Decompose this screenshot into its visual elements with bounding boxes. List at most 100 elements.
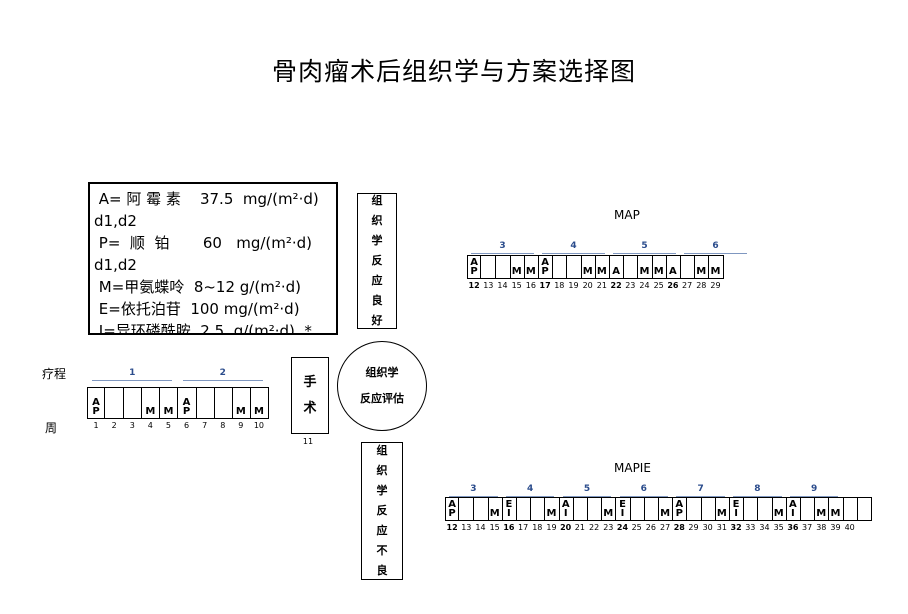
poor-response-char: 组	[376, 444, 388, 457]
course-line	[790, 496, 839, 497]
week-number: 2	[111, 421, 117, 430]
course-line	[676, 496, 725, 497]
good-response-char: 应	[371, 274, 383, 287]
course-number: 4	[527, 484, 534, 494]
week-number: 22	[610, 281, 622, 290]
schedule-cell: M	[594, 255, 610, 279]
schedule-cell: M	[141, 387, 161, 419]
surgery-box: 手 术	[291, 357, 329, 434]
course-number: 6	[712, 241, 719, 251]
course-line	[506, 496, 555, 497]
week-number: 5	[165, 421, 171, 430]
legend-line: I=异环磷酰胺 2.5 g/(m²·d) *	[94, 322, 312, 335]
poor-response-char: 不	[376, 544, 388, 557]
week-number: 19	[568, 281, 579, 290]
course-line	[613, 253, 676, 254]
course-number: 5	[641, 241, 648, 251]
schedule-cell: M	[580, 255, 596, 279]
good-response-char: 良	[371, 294, 383, 307]
schedule-cell: M	[159, 387, 179, 419]
schedule-cell: M	[828, 497, 844, 521]
course-line	[449, 496, 498, 497]
schedule-cell	[743, 497, 759, 521]
circle-line: 反应评估	[360, 392, 404, 405]
week-number: 18	[532, 523, 543, 532]
week-number: 15	[489, 523, 500, 532]
week-number: 21	[574, 523, 585, 532]
course-line	[733, 496, 782, 497]
schedule-cell: M	[708, 255, 724, 279]
week-number: 1	[93, 421, 99, 430]
schedule-cell: M	[249, 387, 269, 419]
schedule-cell	[686, 497, 702, 521]
surgery-char: 术	[303, 400, 317, 416]
week-number: 16	[525, 281, 536, 290]
schedule-cell	[700, 497, 716, 521]
schedule-cell	[757, 497, 773, 521]
schedule-cell: A	[609, 255, 625, 279]
week-number: 8	[220, 421, 226, 430]
course-line	[182, 380, 263, 381]
week-number: 22	[589, 523, 600, 532]
schedule-cell	[623, 255, 639, 279]
week-number: 24	[639, 281, 650, 290]
schedule-cell	[566, 255, 582, 279]
week-number: 25	[631, 523, 642, 532]
week-number: 38	[816, 523, 827, 532]
week-number: 35	[773, 523, 784, 532]
week-number: 24	[616, 523, 629, 532]
week-number: 32	[730, 523, 742, 532]
poor-response-char: 反	[376, 504, 388, 517]
course-line	[542, 253, 605, 254]
week-number: 36	[787, 523, 799, 532]
map-title: MAP	[614, 208, 640, 222]
course-number: 6	[640, 484, 647, 494]
schedule-cell	[629, 497, 645, 521]
schedule-cell: M	[601, 497, 617, 521]
schedule-cell	[195, 387, 215, 419]
legend-line: A= 阿 霉 素 37.5 mg/(m²·d)	[94, 190, 319, 208]
good-response-char: 反	[371, 254, 383, 267]
course-axis-label: 疗程	[42, 367, 67, 381]
week-number: 25	[653, 281, 664, 290]
week-axis-label: 周	[45, 421, 58, 435]
week-number: 16	[503, 523, 515, 532]
week-number: 20	[560, 523, 572, 532]
week-number: 19	[546, 523, 557, 532]
schedule-cell	[530, 497, 546, 521]
course-line	[684, 253, 747, 254]
week-number: 26	[645, 523, 656, 532]
week-number: 33	[745, 523, 756, 532]
poor-response-char: 良	[376, 564, 388, 577]
schedule-cell	[105, 387, 125, 419]
week-number: 30	[702, 523, 713, 532]
good-response-char: 组	[371, 194, 383, 207]
week-number: 13	[461, 523, 472, 532]
week-number: 14	[497, 281, 508, 290]
week-number: 26	[667, 281, 679, 290]
poor-response-char: 应	[376, 524, 388, 537]
good-response-char: 织	[371, 214, 383, 227]
week-number: 4	[147, 421, 153, 430]
week-number: 17	[518, 523, 529, 532]
week-number: 3	[129, 421, 135, 430]
schedule-cell: M	[714, 497, 730, 521]
schedule-cell: M	[694, 255, 710, 279]
schedule-cell: M	[651, 255, 667, 279]
week-number: 29	[710, 281, 721, 290]
week-number: 18	[554, 281, 565, 290]
page-title: 骨肉瘤术后组织学与方案选择图	[271, 57, 636, 86]
mapie-title: MAPIE	[614, 461, 651, 475]
schedule-cell: M	[637, 255, 653, 279]
schedule-cell	[643, 497, 659, 521]
course-number: 3	[470, 484, 477, 494]
week-number: 23	[625, 281, 636, 290]
legend-line: d1,d2	[94, 212, 137, 230]
schedule-cell: M	[231, 387, 251, 419]
legend-line: M=甲氨蝶呤 8~12 g/(m²·d)	[94, 278, 301, 296]
week-number: 39	[830, 523, 841, 532]
